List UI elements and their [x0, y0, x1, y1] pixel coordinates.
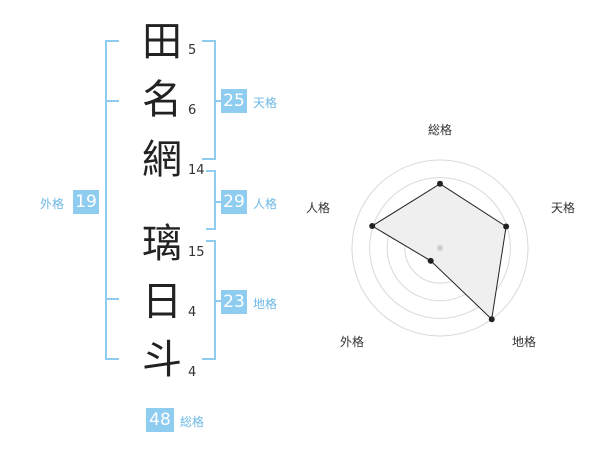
- radar-center-dot: [437, 245, 443, 251]
- radar-ring-4: [369, 177, 511, 319]
- stroke-count-2: 6: [188, 103, 197, 118]
- jinkaku-value-box: 29: [221, 190, 247, 214]
- radar-axis-label-chikaku: 地格: [512, 334, 536, 349]
- radar-axis-label-gaikaku: 外格: [340, 334, 364, 349]
- soukaku-value-box: 48: [146, 408, 174, 432]
- kanji-6: 斗: [142, 337, 182, 383]
- radar-point-0: [437, 180, 443, 187]
- radar-point-4: [369, 222, 376, 229]
- kanji-4: 璃: [142, 221, 182, 267]
- tenkaku-value-box: 25: [221, 89, 247, 113]
- radar-points: [369, 180, 510, 323]
- stroke-count-5: 4: [188, 305, 197, 320]
- chikaku-value-box: 23: [221, 290, 247, 314]
- tenkaku-label: 天格: [253, 96, 278, 110]
- gaikaku-label: 外格: [40, 197, 65, 211]
- jinkaku-label: 人格: [253, 197, 278, 211]
- kanji-2: 名: [142, 77, 182, 123]
- kanji-1: 田: [142, 19, 182, 65]
- radar-axis-label-jinkaku: 人格: [306, 200, 330, 215]
- radar-point-3: [427, 257, 434, 264]
- stroke-count-3: 14: [188, 163, 205, 178]
- radar-axis-label-tenkaku: 天格: [551, 200, 575, 215]
- soukaku-label: 総格: [180, 415, 205, 429]
- gaikaku-value-box: 19: [73, 190, 99, 214]
- chikaku-label: 地格: [253, 297, 278, 311]
- radar-ring-5: [351, 159, 529, 337]
- radar-axis-label-soukaku: 総格: [428, 122, 452, 137]
- kanji-3: 網: [142, 137, 182, 183]
- stroke-count-1: 5: [188, 43, 197, 58]
- radar-point-1: [503, 223, 510, 230]
- stroke-count-4: 15: [188, 245, 205, 260]
- radar-point-2: [488, 316, 495, 323]
- kanji-5: 日: [142, 279, 182, 325]
- radar-shape: [371, 183, 507, 321]
- stroke-count-6: 4: [188, 365, 197, 380]
- radar-chart: 総格 天格 地格 外格 人格: [306, 122, 575, 349]
